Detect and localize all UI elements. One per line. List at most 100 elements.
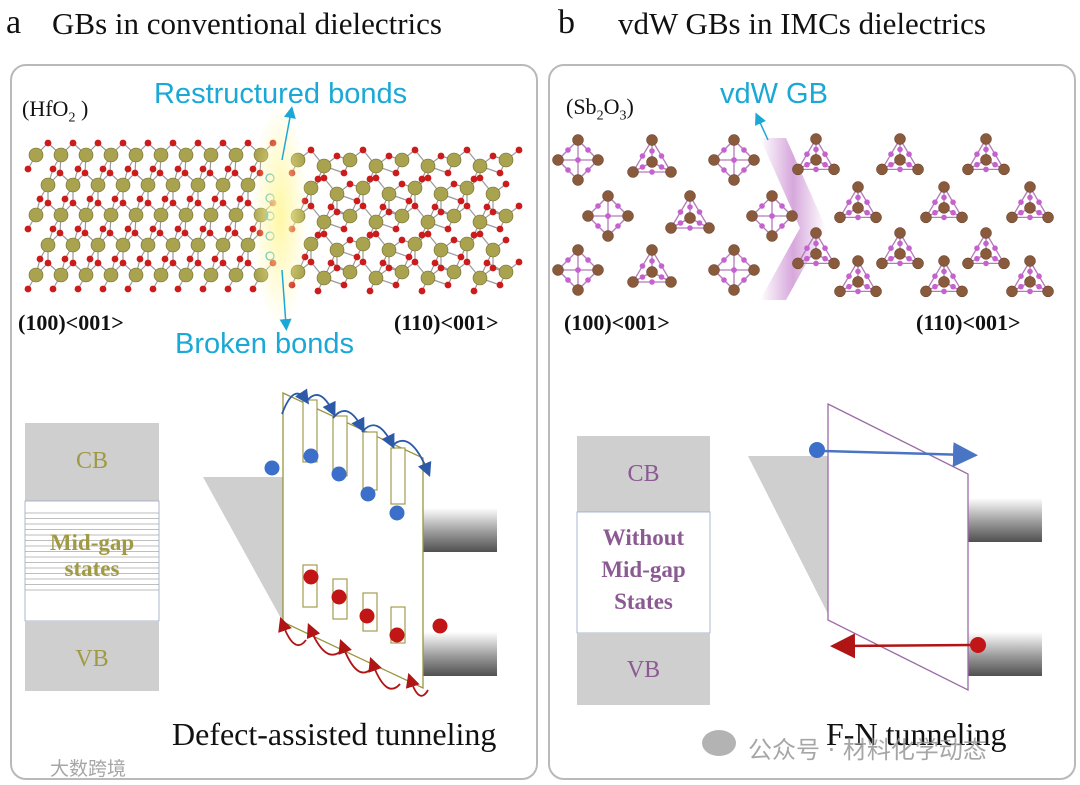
sb-atom [938, 202, 950, 214]
hf-atom [215, 177, 231, 193]
hf-atom [53, 267, 69, 283]
o-atom [314, 287, 322, 295]
hf-atom [329, 242, 345, 258]
hf-atom [53, 147, 69, 163]
cb-band-b [577, 436, 710, 512]
o-atom [366, 287, 374, 295]
o-atom [639, 274, 646, 280]
sb-atom [627, 276, 639, 288]
hf-atom [203, 267, 219, 283]
vb-label-b: VB [626, 657, 661, 683]
electron [389, 505, 405, 521]
midgap-label: Mid-gap states [49, 530, 135, 581]
o-atom [813, 240, 819, 247]
o-atom [144, 199, 152, 207]
panel-a-letter: a [6, 4, 22, 41]
o-atom [56, 229, 64, 237]
o-atom [565, 167, 571, 173]
restructured-bonds-label: Restructured bonds [154, 78, 408, 110]
o-atom [575, 267, 581, 273]
right-electrode-vb-a [423, 632, 497, 676]
o-atom [124, 225, 132, 233]
sb4o6-molecule [1006, 255, 1054, 298]
hf-atom [381, 242, 397, 258]
trap-states-barrier [264, 391, 448, 690]
wechat-icon [702, 730, 736, 756]
o-atom [333, 152, 341, 160]
sb-atom [938, 255, 950, 267]
o-atom [983, 260, 989, 267]
o-atom [677, 209, 684, 215]
sb-atom [592, 264, 604, 276]
o-atom [314, 175, 322, 183]
sb-atom [622, 210, 634, 222]
o-atom [307, 146, 315, 154]
o-atom [941, 214, 947, 221]
sb-atom [956, 211, 968, 224]
o-atom [156, 169, 164, 177]
sb-atom [1006, 285, 1018, 298]
sb-atom [792, 163, 804, 176]
hf-atom [203, 147, 219, 163]
sb-atom [766, 230, 778, 242]
o-atom [385, 264, 393, 272]
o-atom [1036, 283, 1042, 290]
hole [432, 618, 448, 634]
hole-b [970, 637, 986, 653]
sb-atom [1024, 255, 1036, 267]
hf-atom [90, 177, 106, 193]
o-atom [119, 199, 127, 207]
hf-atom [90, 237, 106, 253]
sb-atom [894, 248, 906, 260]
hf-atom [203, 207, 219, 223]
o-atom [759, 203, 765, 209]
sb4o6-molecule [708, 134, 760, 186]
o-atom [366, 231, 374, 239]
o-atom [49, 285, 57, 293]
o-atom [992, 255, 998, 262]
hf-atom [128, 267, 144, 283]
sb-atom [912, 163, 924, 176]
o-atom [74, 285, 82, 293]
sb4o6-molecule [962, 227, 1010, 270]
o-atom [658, 153, 665, 159]
sb2o3-formula: (Sb2O3) [566, 94, 634, 124]
o-atom [340, 225, 348, 233]
sb-atom [703, 222, 715, 234]
o-atom [236, 195, 244, 203]
o-atom [741, 277, 747, 283]
o-atom [585, 167, 591, 173]
hf-atom [115, 177, 131, 193]
cb-label-b: CB [627, 461, 660, 487]
hole [359, 608, 375, 624]
o-atom [379, 203, 387, 211]
hole [331, 589, 347, 605]
hf-atom [140, 237, 156, 253]
o-atom [897, 260, 903, 267]
electron [303, 448, 319, 464]
o-atom [444, 281, 452, 289]
sb-atom [962, 257, 974, 270]
o-atom [813, 260, 819, 267]
sb2o3-crystal-structure [552, 133, 1054, 298]
sb-atom [980, 248, 992, 260]
right-electrode-cb-a [423, 508, 497, 552]
hf-atom [228, 147, 244, 163]
o-atom [974, 151, 980, 157]
o-atom [194, 199, 202, 207]
o-atom [106, 169, 114, 177]
o-atom [696, 220, 703, 226]
sb-atom [665, 166, 677, 178]
right-electrode-cb-b [968, 498, 1042, 542]
o-atom [804, 161, 810, 168]
watermark-left: 大数跨境 [50, 758, 127, 780]
o-atom [94, 259, 102, 267]
sb-atom [998, 163, 1010, 176]
o-atom [1036, 199, 1042, 205]
o-atom [333, 264, 341, 272]
o-atom [372, 230, 380, 238]
o-atom [244, 139, 252, 147]
o-atom [731, 157, 737, 163]
o-atom [219, 199, 227, 207]
o-atom [392, 169, 400, 177]
